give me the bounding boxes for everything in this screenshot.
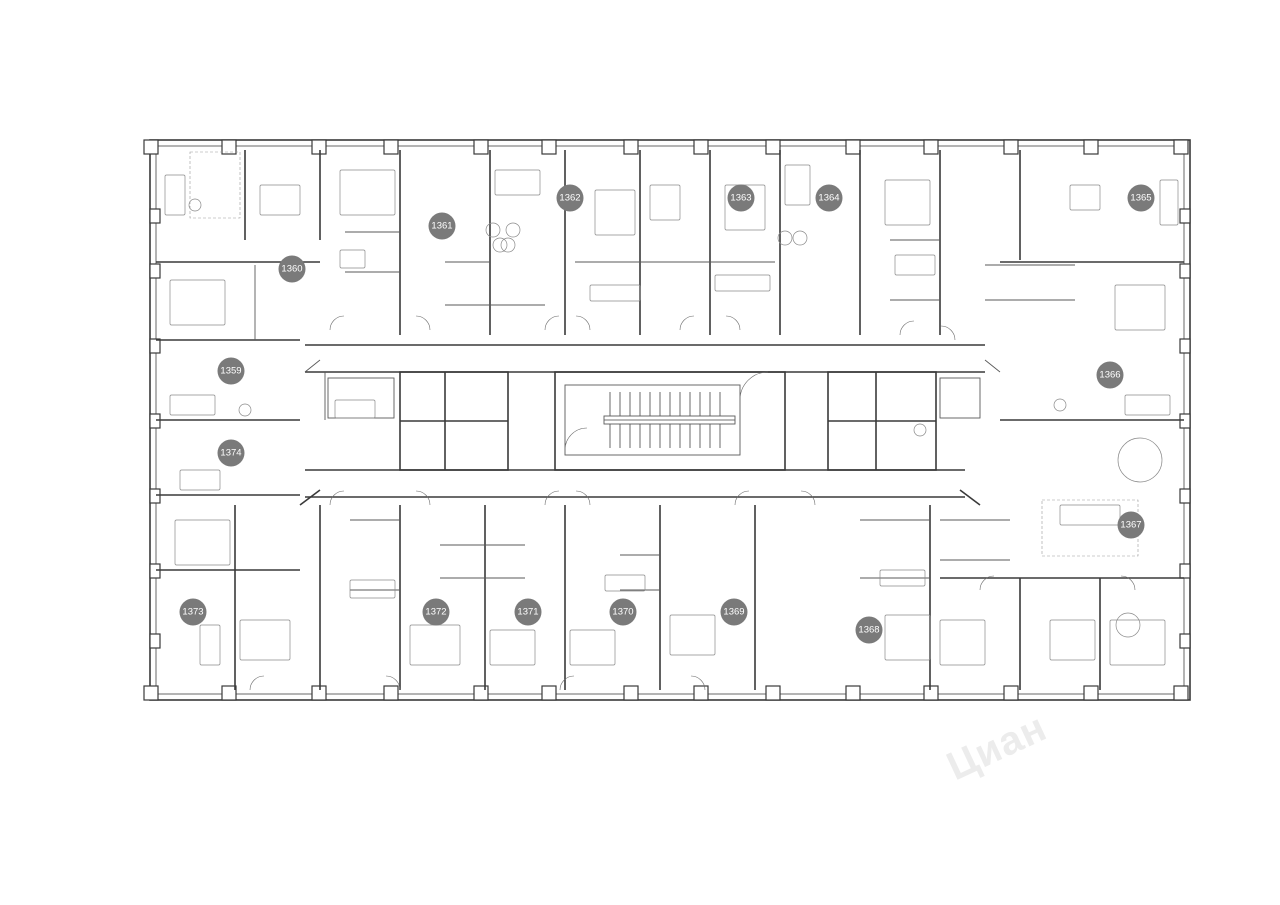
column xyxy=(1179,488,1191,504)
column xyxy=(149,563,161,579)
unit-1369-label: 1369 xyxy=(723,607,744,618)
unit-1374-badge[interactable]: 1374 xyxy=(217,439,245,467)
column xyxy=(1179,563,1191,579)
unit-1366-badge[interactable]: 1366 xyxy=(1096,361,1124,389)
column xyxy=(1173,685,1189,701)
column xyxy=(383,685,399,701)
unit-1371-label: 1371 xyxy=(517,607,538,618)
dashed-zones xyxy=(189,151,1139,557)
unit-1369-badge[interactable]: 1369 xyxy=(720,598,748,626)
column xyxy=(221,139,237,155)
staircase-core xyxy=(554,371,786,471)
column xyxy=(845,685,861,701)
unit-1370-badge[interactable]: 1370 xyxy=(609,598,637,626)
door-swings xyxy=(249,315,1136,691)
unit-1360-badge[interactable]: 1360 xyxy=(278,255,306,283)
unit-1363-label: 1363 xyxy=(730,193,751,204)
unit-1363-badge[interactable]: 1363 xyxy=(727,184,755,212)
column xyxy=(149,633,161,649)
column xyxy=(845,139,861,155)
unit-1368-label: 1368 xyxy=(858,625,879,636)
unit-1360-label: 1360 xyxy=(281,264,302,275)
column xyxy=(383,139,399,155)
column xyxy=(1179,633,1191,649)
unit-1359-badge[interactable]: 1359 xyxy=(217,357,245,385)
unit-badges: 1359 1360 1361 1362 1363 1364 1365 1366 1367 1368… xyxy=(179,184,1155,644)
unit-1365-badge[interactable]: 1365 xyxy=(1127,184,1155,212)
column xyxy=(693,139,709,155)
column xyxy=(1003,685,1019,701)
unit-1367-label: 1367 xyxy=(1120,520,1141,531)
column xyxy=(1003,139,1019,155)
column xyxy=(541,685,557,701)
unit-1364-badge[interactable]: 1364 xyxy=(815,184,843,212)
column xyxy=(143,685,159,701)
column xyxy=(623,685,639,701)
unit-1364-label: 1364 xyxy=(818,193,839,204)
facade-columns xyxy=(143,139,1191,701)
unit-1359-label: 1359 xyxy=(220,366,241,377)
unit-1372-label: 1372 xyxy=(425,607,446,618)
column xyxy=(923,685,939,701)
column xyxy=(541,139,557,155)
furniture-symbols xyxy=(164,164,1179,666)
unit-1367-badge[interactable]: 1367 xyxy=(1117,511,1145,539)
unit-1362-label: 1362 xyxy=(559,193,580,204)
column xyxy=(473,685,489,701)
column xyxy=(149,488,161,504)
column xyxy=(143,139,159,155)
column xyxy=(1173,139,1189,155)
column xyxy=(1083,685,1099,701)
column xyxy=(1179,338,1191,354)
unit-1371-badge[interactable]: 1371 xyxy=(514,598,542,626)
column xyxy=(473,139,489,155)
column xyxy=(149,208,161,224)
column xyxy=(1179,208,1191,224)
unit-1374-label: 1374 xyxy=(220,448,241,459)
unit-1366-label: 1366 xyxy=(1099,370,1120,381)
column xyxy=(311,139,327,155)
column xyxy=(1179,263,1191,279)
column xyxy=(1179,413,1191,429)
column xyxy=(311,685,327,701)
column xyxy=(623,139,639,155)
partition-walls xyxy=(156,150,1184,690)
column xyxy=(149,338,161,354)
column xyxy=(1083,139,1099,155)
column xyxy=(693,685,709,701)
unit-1372-badge[interactable]: 1372 xyxy=(422,598,450,626)
unit-1373-label: 1373 xyxy=(182,607,203,618)
column xyxy=(765,685,781,701)
column xyxy=(221,685,237,701)
column xyxy=(923,139,939,155)
unit-1361-label: 1361 xyxy=(431,221,452,232)
unit-1361-badge[interactable]: 1361 xyxy=(428,212,456,240)
unit-1368-badge[interactable]: 1368 xyxy=(855,616,883,644)
column xyxy=(765,139,781,155)
unit-1373-badge[interactable]: 1373 xyxy=(179,598,207,626)
unit-1362-badge[interactable]: 1362 xyxy=(556,184,584,212)
column xyxy=(149,413,161,429)
unit-1365-label: 1365 xyxy=(1130,193,1151,204)
column xyxy=(149,263,161,279)
corridor xyxy=(299,344,1001,506)
unit-1370-label: 1370 xyxy=(612,607,633,618)
